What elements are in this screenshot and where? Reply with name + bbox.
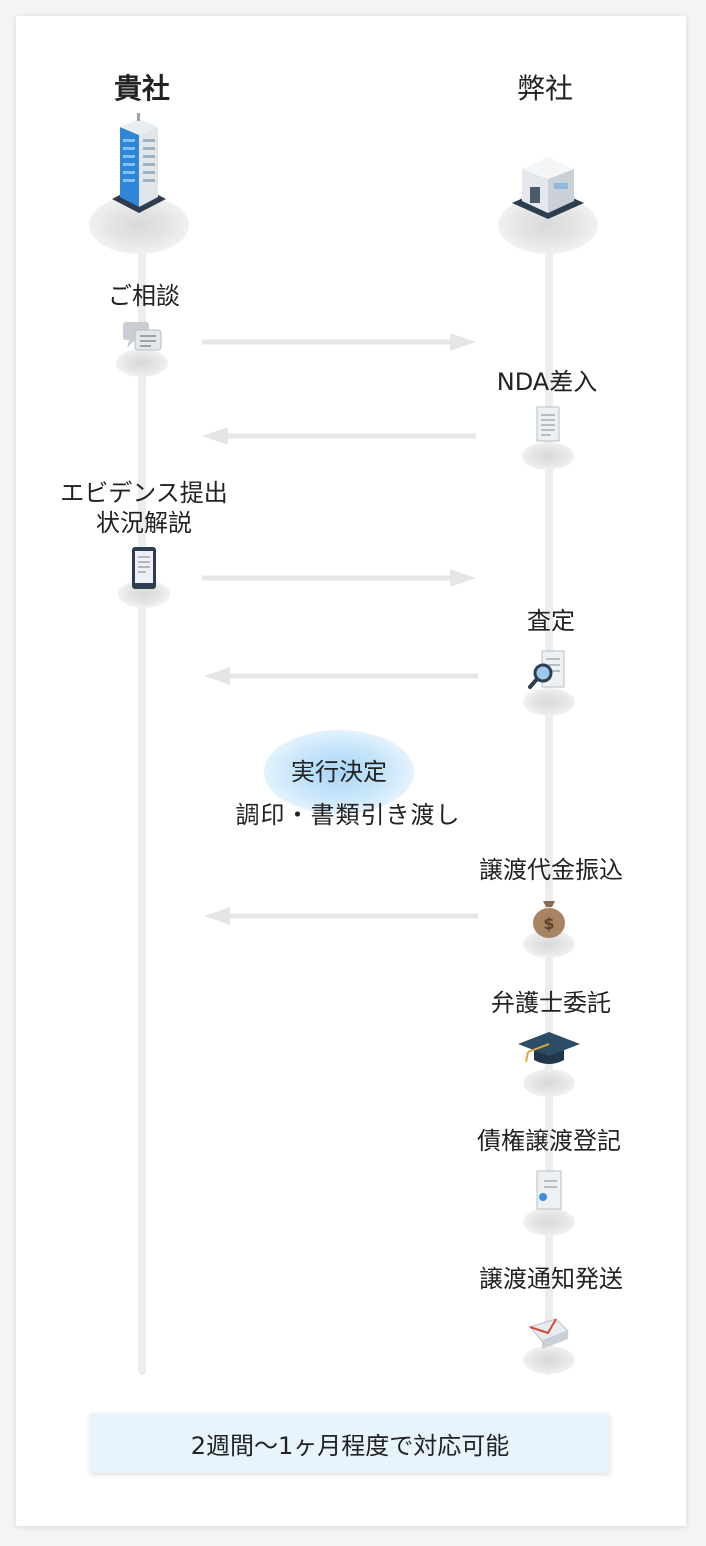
- client-lifeline: [138, 250, 146, 1375]
- graduation-cap-icon: [518, 1032, 580, 1064]
- arrow-evidence-to-company: [202, 569, 476, 587]
- step-registration-label: 債権譲渡登記: [477, 1127, 621, 1155]
- step-lawyer-label: 弁護士委託: [491, 989, 611, 1017]
- magnifier-document-icon: [528, 650, 565, 689]
- office-building-icon: [512, 157, 584, 219]
- step-assessment-label: 査定: [527, 607, 575, 635]
- envelope-icon: [529, 1318, 569, 1349]
- notice-plate: [523, 1346, 575, 1374]
- step-consult-label: ご相談: [108, 282, 180, 310]
- client-title: 貴社: [113, 72, 171, 105]
- svg-text:$: $: [543, 914, 554, 933]
- lawyer-plate: [523, 1069, 575, 1097]
- step-evidence-label-2: 状況解説: [96, 509, 192, 537]
- document-icon: [536, 406, 560, 442]
- consult-plate: [116, 349, 168, 377]
- decision-highlight: [264, 730, 414, 814]
- step-payment-label: 譲渡代金振込: [479, 856, 623, 884]
- nda-plate: [522, 442, 574, 470]
- arrow-consult-to-company: [202, 333, 476, 351]
- office-tower-icon: [112, 113, 166, 213]
- registration-plate: [523, 1208, 575, 1236]
- step-nda-label: NDA差入: [496, 368, 598, 396]
- decision-subtitle: 調印・書類引き渡し: [235, 801, 461, 829]
- tablet-icon: [132, 547, 156, 589]
- chat-bubbles-icon: [123, 322, 162, 351]
- company-lifeline: [545, 250, 553, 1375]
- arrow-nda-to-client: [202, 427, 476, 445]
- arrow-payment-to-client: [204, 907, 478, 925]
- certificate-icon: [536, 1170, 562, 1210]
- step-notice-label: 譲渡通知発送: [479, 1265, 623, 1293]
- assessment-plate: [523, 688, 575, 716]
- arrow-assessment-to-client: [204, 667, 478, 685]
- company-title: 弊社: [516, 72, 574, 105]
- duration-note: 2週間〜1ヶ月程度で対応可能: [90, 1413, 610, 1473]
- step-evidence-label-1: エビデンス提出: [60, 479, 228, 507]
- decision-title: 実行決定: [291, 758, 387, 786]
- money-bag-icon: $: [533, 901, 565, 938]
